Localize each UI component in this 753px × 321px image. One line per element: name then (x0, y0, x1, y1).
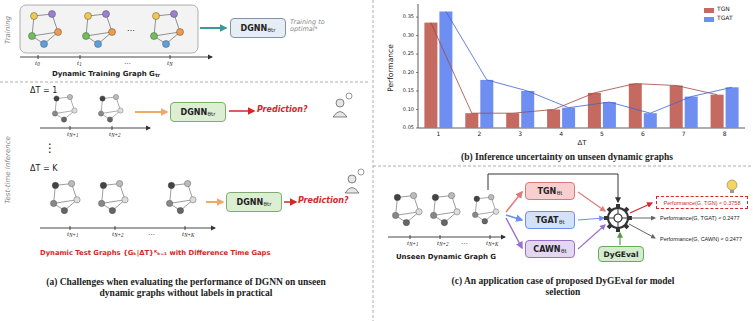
subscript: N+K (488, 242, 498, 248)
subscript: 1 (79, 62, 82, 68)
subscript: N+2 (439, 242, 448, 248)
ellipsis: … (124, 58, 131, 66)
tick-label: 0.35 (403, 14, 414, 20)
axis-title: Performance (387, 44, 396, 92)
tick-label: 1 (432, 131, 444, 138)
graph-label: Dynamic Training Graph G (52, 70, 155, 78)
time-label: t (109, 130, 111, 138)
tick-label: 0.20 (403, 70, 414, 76)
section-label: Training (4, 16, 12, 44)
time-label: t (67, 130, 69, 138)
subscript: N+2 (111, 133, 120, 139)
caption: (b) Inference uncertainty on unseen dyna… (387, 152, 747, 163)
prediction-label: Prediction? (257, 105, 308, 114)
node-label: DyGEval (604, 250, 639, 259)
model-box: DGNNθtr (230, 18, 286, 38)
legend-swatch (704, 17, 714, 22)
time-label: t (407, 239, 409, 247)
subscript: N+2 (114, 233, 123, 239)
subscript: 0 (37, 62, 40, 68)
subscript: θtr (264, 201, 272, 207)
node-label: DGNN (240, 24, 267, 33)
subscript: θt (559, 219, 565, 225)
subscript: N+1 (69, 233, 78, 239)
node-label: Performance(G, TGN) ≈ 0.3758 (664, 200, 741, 206)
time-label: t (112, 230, 114, 238)
node-label: CAWN (533, 245, 560, 254)
subscript: tr (155, 73, 160, 79)
node-label: TGAT (535, 216, 558, 225)
subscript: θt (561, 248, 567, 254)
section-label: Test-time Inference (4, 136, 12, 204)
model-box: TGATθt (525, 211, 575, 229)
ellipsis: ⋮ (44, 142, 56, 156)
time-label: t (486, 239, 488, 247)
ellipsis: … (148, 229, 155, 237)
result-label: Performance(G, TGAT) ≈ 0.2477 (660, 215, 740, 221)
legend-swatch (704, 8, 714, 13)
tick-label: 6 (637, 131, 649, 138)
caption: (a) Challenges when evaluating the perfo… (36, 277, 336, 299)
legend-label: TGN (717, 6, 730, 13)
node-label: TGN (538, 187, 557, 196)
ellipsis: … (461, 238, 468, 246)
subscript: N+1 (69, 133, 78, 139)
tick-label: 0.25 (403, 51, 414, 57)
graph-label: Unseen Dynamic Graph G (381, 253, 511, 261)
model-box: DGNNθtr (170, 102, 226, 122)
evaluator-box: DyGEval (598, 246, 644, 262)
time-label: t (182, 230, 184, 238)
subscript: N+1 (409, 242, 418, 248)
tick-label: 7 (678, 131, 690, 138)
model-box: CAWNθt (525, 240, 575, 258)
axis-title: ΔT (570, 139, 594, 147)
tick-label: 8 (719, 131, 731, 138)
tick-label: 0.15 (403, 88, 414, 94)
caption: (c) An application case of proposed DyGE… (443, 276, 683, 298)
time-label: t (77, 59, 79, 67)
tick-label: 2 (473, 131, 485, 138)
ellipsis: … (127, 24, 135, 33)
tick-label: 5 (596, 131, 608, 138)
subscript: N (169, 62, 172, 68)
tick-label: 3 (514, 131, 526, 138)
time-label: t (167, 59, 169, 67)
tick-label: 0.05 (403, 125, 414, 131)
gap-label: ΔT = 1 (30, 86, 57, 95)
subscript: θtr (268, 27, 276, 33)
time-label: t (35, 59, 37, 67)
tick-label: 0.10 (403, 107, 414, 113)
legend-label: TGAT (717, 15, 733, 22)
model-box: TGNθt (525, 182, 575, 200)
time-label: t (437, 239, 439, 247)
model-box: DGNNθtr (226, 192, 282, 212)
subscript: θt (557, 190, 563, 196)
subscript: N+K (184, 233, 194, 239)
note: Training to optimal* (290, 19, 334, 34)
test-graph-note: Dynamic Test Graphs {Gₖ|ΔT}ᴷₖ₌₁ with Dif… (40, 250, 271, 258)
tick-label: 0.30 (403, 33, 414, 39)
gap-label: ΔT = K (30, 164, 57, 173)
subscript: θtr (208, 111, 216, 117)
tick-label: 4 (555, 131, 567, 138)
node-label: DGNN (180, 108, 207, 117)
prediction-label: Prediction? (298, 196, 349, 205)
result-box: Performance(G, TGN) ≈ 0.3758 (656, 196, 748, 209)
node-label: DGNN (236, 198, 263, 207)
time-label: t (67, 230, 69, 238)
result-label: Performance(G, CAWN) ≈ 0.2477 (660, 236, 742, 242)
